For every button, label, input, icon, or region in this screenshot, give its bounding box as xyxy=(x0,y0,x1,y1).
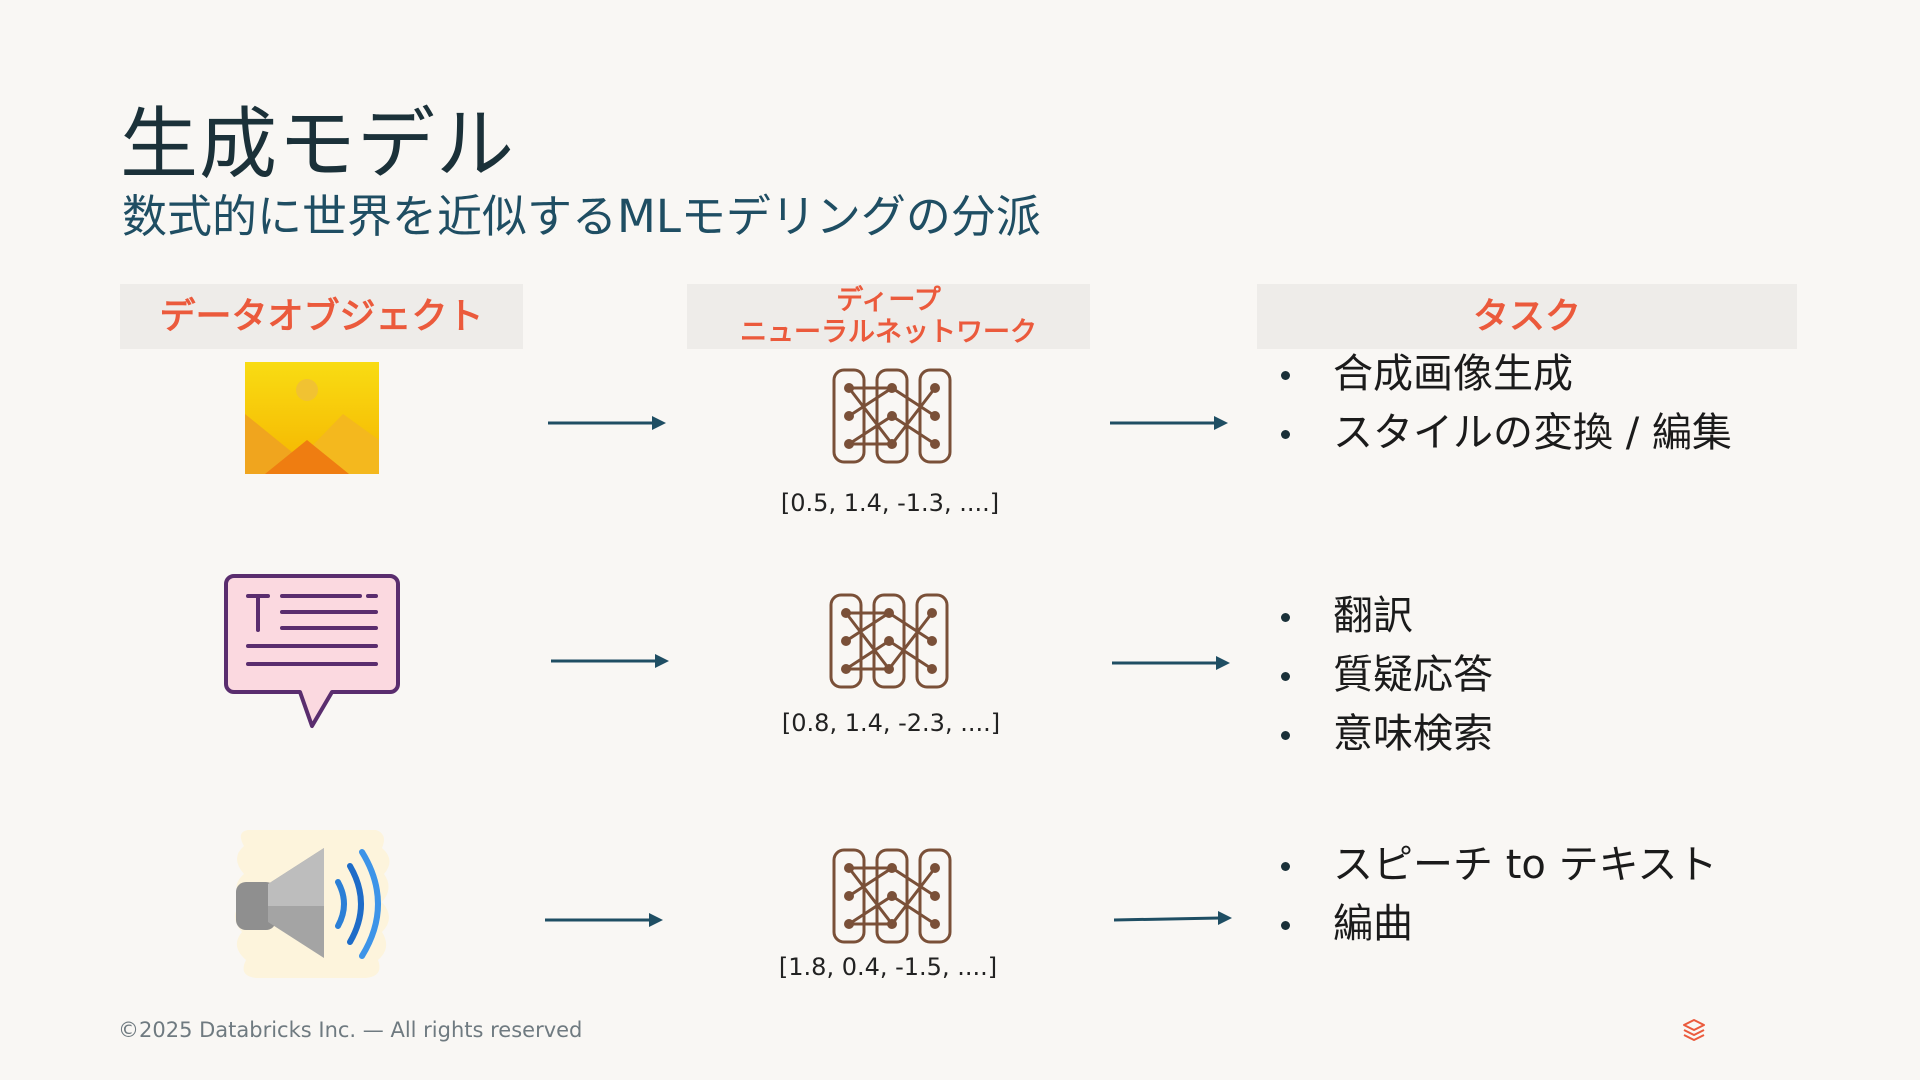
slide-title: 生成モデル xyxy=(120,100,516,190)
list-item: 意味検索 xyxy=(1281,705,1493,764)
arrow-row3-left xyxy=(545,913,663,927)
slide-subtitle: 数式的に世界を近似するMLモデリングの分派 xyxy=(122,190,1041,243)
task-list-row2: 翻訳 質疑応答 意味検索 xyxy=(1281,587,1493,764)
footer-copyright: ©2025 Databricks Inc. — All rights reser… xyxy=(118,1018,583,1042)
neural-network-icon-row3 xyxy=(832,848,952,944)
list-item: 翻訳 xyxy=(1281,587,1493,646)
column-header-data-object: データオブジェクト xyxy=(120,284,523,349)
list-item: スピーチ to テキスト xyxy=(1281,836,1717,895)
text-message-icon xyxy=(224,574,400,728)
list-item: 合成画像生成 xyxy=(1281,345,1732,404)
task-list-row3: スピーチ to テキスト 編曲 xyxy=(1281,836,1717,954)
arrow-row2-left xyxy=(551,654,669,668)
column-header-network: ディープ ニューラルネットワーク xyxy=(687,284,1090,349)
image-icon xyxy=(245,362,379,474)
column-header-tasks: タスク xyxy=(1257,284,1797,349)
vector-row3: [1.8, 0.4, -1.5, ....] xyxy=(778,953,998,981)
task-list-row1: 合成画像生成 スタイルの変換 / 編集 xyxy=(1281,345,1732,463)
list-item: 質疑応答 xyxy=(1281,646,1493,705)
arrow-row3-right xyxy=(1114,911,1232,925)
neural-network-icon-row2 xyxy=(829,593,949,689)
databricks-logo-icon xyxy=(1683,1019,1705,1041)
vector-row2: [0.8, 1.4, -2.3, ....] xyxy=(781,709,1001,737)
column-header-network-line2: ニューラルネットワーク xyxy=(740,316,1037,348)
list-item: 編曲 xyxy=(1281,895,1717,954)
vector-row1: [0.5, 1.4, -1.3, ....] xyxy=(780,489,1000,517)
arrow-row2-right xyxy=(1112,656,1230,670)
column-header-network-line1: ディープ xyxy=(836,285,941,317)
speaker-icon xyxy=(235,830,390,978)
list-item: スタイルの変換 / 編集 xyxy=(1281,404,1732,463)
neural-network-icon-row1 xyxy=(832,368,952,464)
arrow-row1-right xyxy=(1110,416,1228,430)
arrow-row1-left xyxy=(548,416,666,430)
